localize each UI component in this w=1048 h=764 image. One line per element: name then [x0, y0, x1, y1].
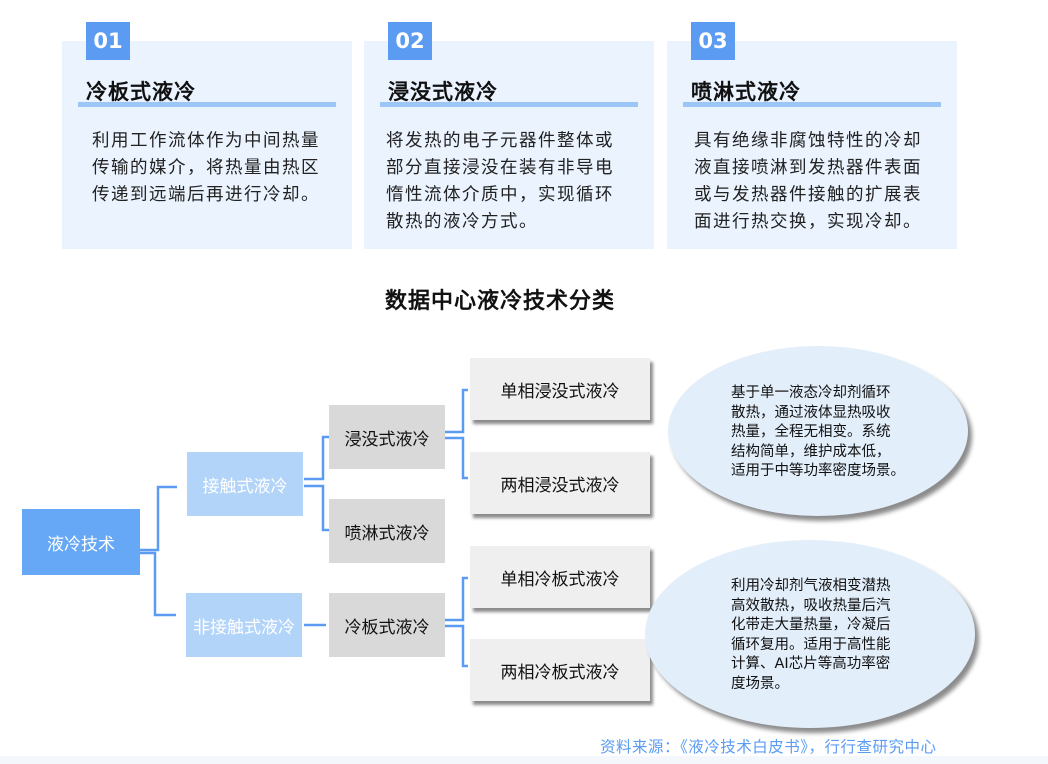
node-cold-plate: 冷板式液冷: [329, 593, 445, 657]
note-line: 度场景。: [731, 675, 789, 692]
card-spray: 03 喷淋式液冷 具有绝缘非腐蚀特性的冷却 液直接喷淋到发热器件表面 或与发热器…: [667, 22, 957, 249]
connector-contact-spray: [304, 484, 330, 532]
node-two-phase-immersion: 两相浸没式液冷: [470, 452, 650, 514]
note-cold-plate-bubble: [645, 540, 975, 728]
connector-immersion-two: [445, 436, 468, 480]
node-spray: 喷淋式液冷: [329, 499, 445, 563]
card-line: 散热的液冷方式。: [386, 212, 538, 232]
node-non-contact: 非接触式液冷: [186, 593, 302, 657]
card-line: 或与发热器件接触的扩展表: [694, 185, 922, 205]
node-two-phase-cold-plate: 两相冷板式液冷: [470, 639, 650, 701]
card-line: 部分直接浸没在装有非导电: [386, 158, 614, 178]
card-line: 将发热的电子元器件整体或: [386, 131, 614, 151]
node-immersion: 浸没式液冷: [329, 405, 445, 469]
connector-root-noncontact: [140, 551, 176, 617]
card-title: 冷板式液冷: [86, 80, 196, 104]
card-line: 液直接喷淋到发热器件表面: [694, 158, 922, 178]
card-cold-plate: 01 冷板式液冷 利用工作流体作为中间热量 传输的媒介，将热量由热区 传递到远端…: [62, 22, 352, 249]
card-description: 具有绝缘非腐蚀特性的冷却 液直接喷淋到发热器件表面 或与发热器件接触的扩展表 面…: [694, 128, 939, 236]
note-line: 基于单一液态冷却剂循环: [731, 385, 891, 401]
bottom-band: [0, 756, 1048, 764]
connector-immersion-single: [445, 388, 468, 434]
note-line: 散热，通过液体显热吸收: [731, 404, 891, 421]
note-line: 高效散热，吸收热量后汽: [731, 597, 891, 614]
node-single-phase-immersion: 单相浸没式液冷: [470, 358, 650, 420]
card-number-badge: 03: [691, 22, 735, 60]
note-line: 利用冷却剂气液相变潜热: [731, 578, 891, 594]
note-line: 结构简单，维护成本低，: [731, 443, 891, 460]
card-line: 传递到远端后再进行冷却。: [92, 185, 320, 205]
node-liquid-cooling: 液冷技术: [22, 509, 140, 575]
note-cold-plate-text: 利用冷却剂气液相变潜热 高效散热，吸收热量后汽 化带走大量热量，冷凝后 循环复用…: [731, 577, 891, 694]
connector-coldplate-two: [445, 624, 468, 668]
card-title: 浸没式液冷: [388, 80, 498, 104]
card-line: 面进行热交换，实现冷却。: [694, 212, 922, 232]
note-line: 计算、AI芯片等高功率密: [731, 656, 891, 672]
node-single-phase-cold-plate: 单相冷板式液冷: [470, 546, 650, 608]
card-description: 将发热的电子元器件整体或 部分直接浸没在装有非导电 惰性流体介质中，实现循环 散…: [386, 128, 636, 236]
card-number-badge: 02: [388, 22, 432, 60]
card-divider: [380, 102, 638, 107]
card-divider: [78, 102, 336, 107]
card-line: 惰性流体介质中，实现循环: [386, 185, 614, 205]
connector-contact-immersion: [304, 435, 330, 481]
note-line: 化带走大量热量，冷凝后: [731, 617, 891, 633]
card-line: 利用工作流体作为中间热量: [92, 131, 320, 151]
source-citation: 资料来源：《液冷技术白皮书》，行行查研究中心: [600, 738, 937, 756]
card-line: 传输的媒介，将热量由热区: [92, 158, 320, 178]
note-line: 适用于中等功率密度场景。: [731, 463, 905, 479]
note-immersion-text: 基于单一液态冷却剂循环 散热，通过液体显热吸收 热量，全程无相变。系统 结构简单…: [731, 384, 905, 482]
note-line: 循环复用。适用于高性能: [731, 636, 891, 653]
card-title: 喷淋式液冷: [691, 80, 801, 104]
card-line: 具有绝缘非腐蚀特性的冷却: [694, 131, 922, 151]
diagram-title: 数据中心液冷技术分类: [384, 289, 615, 314]
node-contact: 接触式液冷: [187, 452, 303, 516]
connector-root-contact: [140, 485, 177, 552]
connector-coldplate-single: [445, 576, 468, 622]
card-number-badge: 01: [86, 22, 130, 60]
card-description: 利用工作流体作为中间热量 传输的媒介，将热量由热区 传递到远端后再进行冷却。: [92, 128, 334, 209]
card-immersion: 02 浸没式液冷 将发热的电子元器件整体或 部分直接浸没在装有非导电 惰性流体介…: [364, 22, 654, 249]
note-immersion-bubble: [668, 346, 968, 516]
note-line: 热量，全程无相变。系统: [731, 424, 891, 440]
card-divider: [683, 102, 941, 107]
